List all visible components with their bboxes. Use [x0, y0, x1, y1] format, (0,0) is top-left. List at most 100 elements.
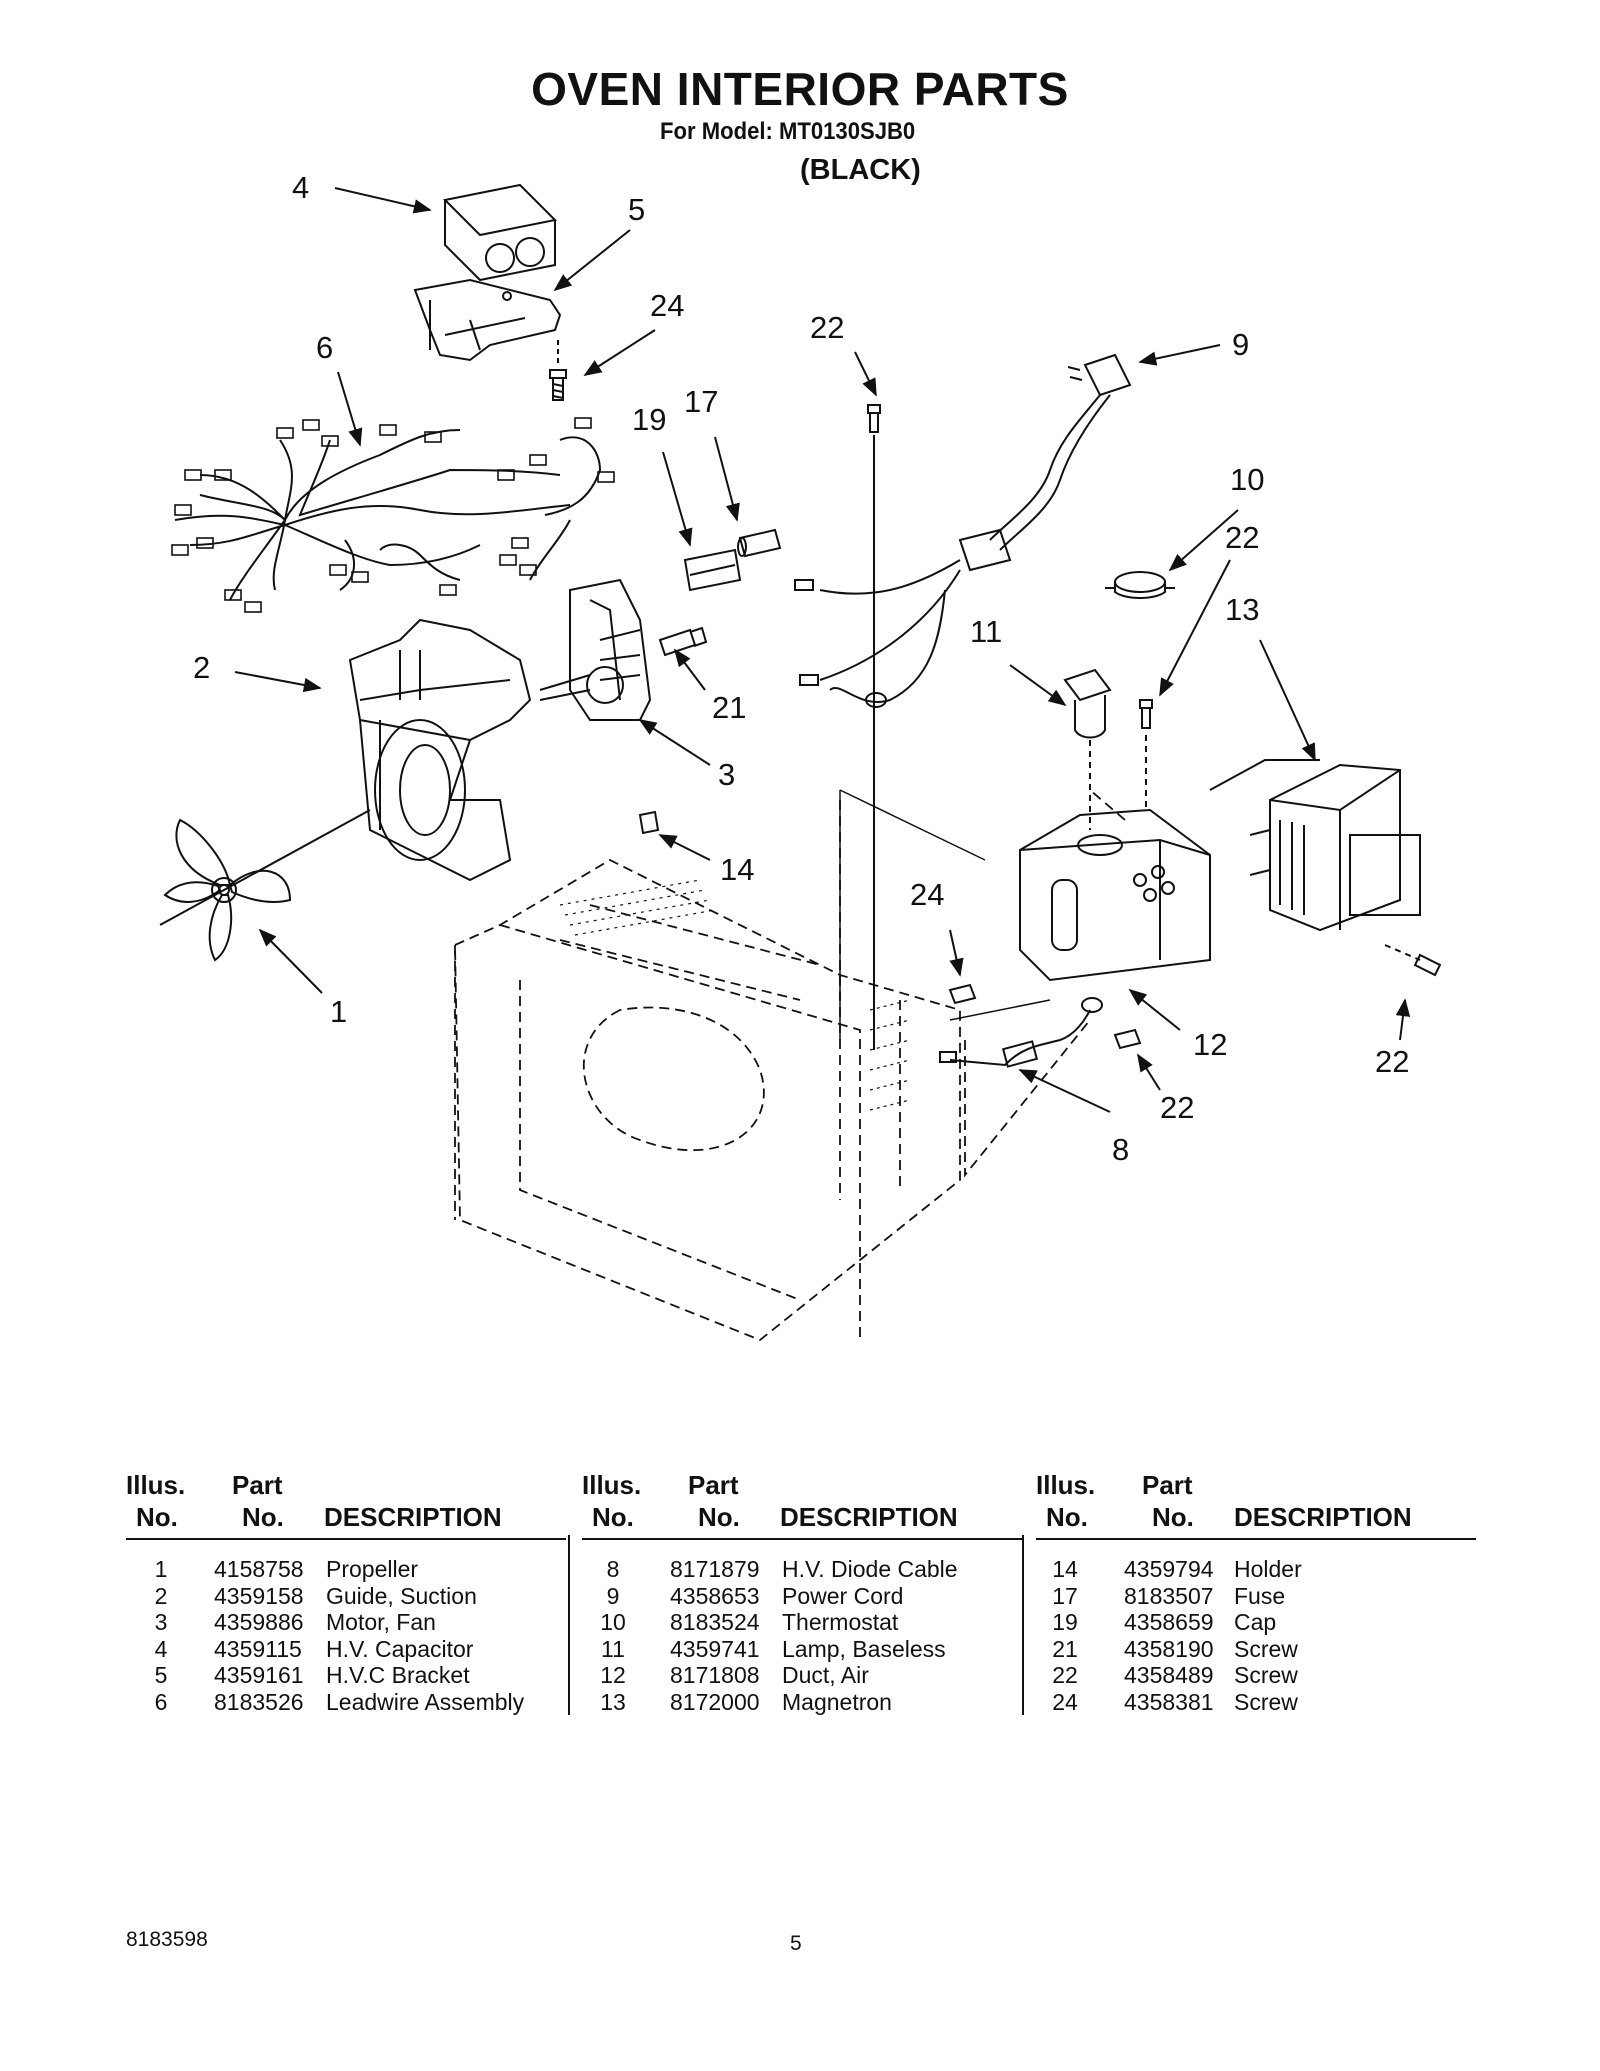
screw-drawing: [549, 340, 567, 401]
illus-number: 11: [601, 1635, 625, 1662]
part-description: Fuse: [1234, 1582, 1286, 1609]
illus-number: 22: [1052, 1662, 1078, 1688]
callout-label: 22: [1225, 520, 1259, 555]
callout-label: 19: [632, 402, 666, 437]
callout-label: 24: [910, 877, 944, 912]
illus-number: 1: [154, 1556, 168, 1582]
illus-header: Illus.: [582, 1470, 642, 1500]
callout-label: 22: [810, 310, 844, 345]
part-description: H.V. Capacitor: [326, 1635, 474, 1662]
illus-number: 17: [1052, 1582, 1078, 1609]
illus-header: No.: [1046, 1502, 1088, 1532]
part-description: H.V. Diode Cable: [782, 1556, 958, 1582]
part-number: 4359161: [214, 1662, 304, 1688]
part-header: Part: [1142, 1470, 1193, 1500]
part-header: No.: [242, 1502, 284, 1532]
page-number: 5: [790, 1932, 802, 1955]
part-description: H.V.C Bracket: [326, 1662, 470, 1688]
callout-label: 21: [712, 690, 746, 725]
illus-header: No.: [592, 1502, 634, 1532]
air-duct-drawing: [1019, 759, 1320, 982]
illus-number: 3: [154, 1609, 168, 1635]
illus-number: 14: [1052, 1556, 1078, 1582]
part-number: 4358653: [670, 1582, 760, 1609]
callout-label: 13: [1225, 592, 1259, 627]
part-description: Cap: [1234, 1609, 1277, 1635]
hv-capacitor-drawing: [442, 183, 558, 282]
part-description: Power Cord: [782, 1582, 904, 1609]
guide-suction-drawing: [348, 618, 532, 882]
table-header: Illus. No. Part No. DESCRIPTION: [582, 1470, 1022, 1540]
callout-label: 10: [1230, 462, 1264, 497]
power-cord-drawing: [794, 353, 1132, 703]
oven-cavity-outline: [454, 789, 1126, 1342]
screw-drawing: [658, 626, 708, 657]
color-variant: (BLACK): [800, 154, 921, 186]
callout-label: 24: [650, 288, 684, 323]
callout-label: 2: [193, 650, 210, 685]
description-header: DESCRIPTION: [324, 1502, 502, 1532]
callout-leaders: [234, 187, 1411, 1113]
part-description: Lamp, Baseless: [782, 1635, 946, 1662]
callout-label: 1: [330, 994, 347, 1029]
callout-label: 5: [628, 192, 645, 227]
callout-label: 22: [1375, 1044, 1409, 1079]
magnetron-drawing: [1249, 763, 1421, 932]
model-line: For Model: MT0130SJB0: [660, 118, 916, 145]
page-title: OVEN INTERIOR PARTS: [531, 63, 1069, 115]
part-number: 4358381: [1124, 1688, 1214, 1715]
fuse-drawing: [737, 528, 782, 558]
callout-label: 6: [316, 330, 333, 365]
part-number: 4359886: [214, 1609, 304, 1635]
illus-number: 12: [600, 1662, 626, 1688]
part-number: 8172000: [670, 1688, 760, 1715]
callout-label: 9: [1232, 327, 1249, 362]
illus-number: 4: [154, 1635, 168, 1662]
part-description: Motor, Fan: [326, 1609, 436, 1635]
description-header: DESCRIPTION: [780, 1502, 958, 1532]
part-description: Guide, Suction: [326, 1582, 477, 1609]
screw-drawing: [865, 404, 887, 1050]
screw-drawing: [1384, 944, 1442, 977]
callout-label: 4: [292, 170, 309, 205]
part-number: 8183507: [1124, 1582, 1214, 1609]
column-divider: [1022, 1535, 1024, 1715]
part-number: 4358190: [1124, 1635, 1214, 1662]
screw-drawing: [1139, 699, 1153, 810]
callout-label: 8: [1112, 1132, 1129, 1167]
document-number: 8183598: [126, 1928, 208, 1951]
part-description: Holder: [1234, 1556, 1302, 1582]
part-number: 4358489: [1124, 1662, 1214, 1688]
part-number: 4158758: [214, 1556, 304, 1582]
part-header: No.: [1152, 1502, 1194, 1532]
part-header: Part: [688, 1470, 739, 1500]
ventilation-grille: [559, 879, 911, 1111]
illus-number: 24: [1052, 1688, 1078, 1715]
table-header: Illus. No. Part No. DESCRIPTION: [1036, 1470, 1476, 1540]
part-description: Screw: [1234, 1635, 1298, 1662]
illus-number: 8: [606, 1556, 620, 1582]
hv-diode-cable-drawing: [939, 997, 1103, 1068]
illus-number: 6: [154, 1688, 168, 1715]
callout-label: 17: [684, 384, 718, 419]
fan-motor-drawing: [539, 578, 652, 721]
table-row: 1 4158758 Propeller: [126, 1556, 566, 1583]
illus-number: 13: [600, 1688, 626, 1715]
part-description: Propeller: [326, 1556, 419, 1582]
illus-number: 10: [600, 1609, 626, 1635]
hvc-bracket-drawing: [413, 278, 562, 362]
part-number: 4358659: [1124, 1609, 1214, 1635]
illus-number: 19: [1052, 1609, 1078, 1635]
screw-drawing: [948, 983, 1142, 1050]
part-description: Leadwire Assembly: [326, 1688, 525, 1715]
part-description: Thermostat: [782, 1609, 899, 1635]
callout-label: 22: [1160, 1090, 1194, 1125]
